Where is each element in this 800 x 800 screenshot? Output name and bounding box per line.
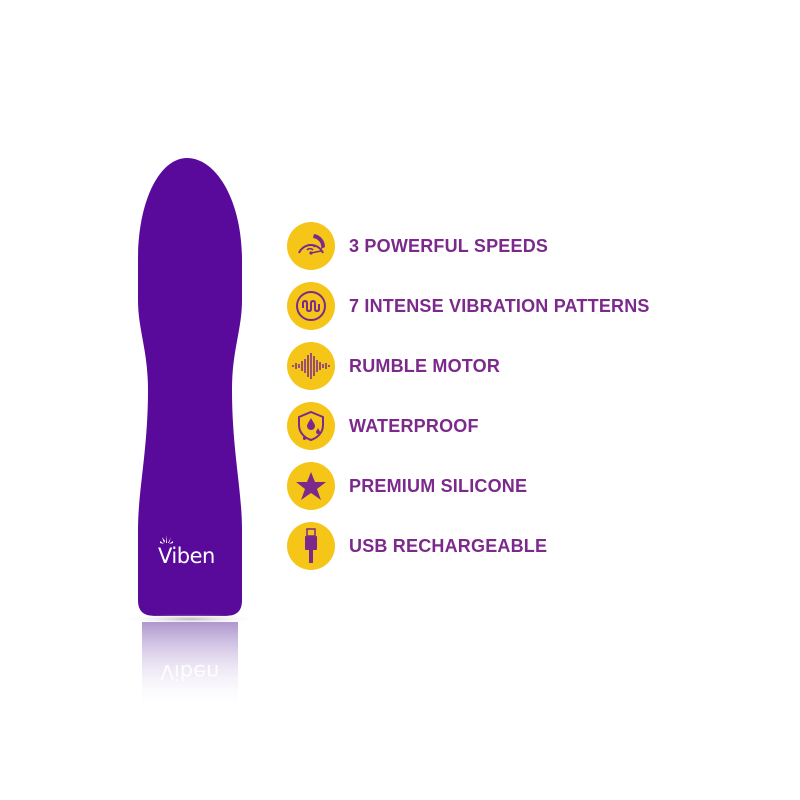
- product-image: Viben Viben: [120, 150, 260, 710]
- feature-usb: USB RECHARGEABLE: [287, 516, 650, 576]
- brand-logo-reflection: Viben: [160, 660, 220, 684]
- star-icon: [287, 462, 335, 510]
- feature-silicone: PREMIUM SILICONE: [287, 456, 650, 516]
- wave-pattern-icon: [287, 282, 335, 330]
- product-silhouette: [120, 158, 260, 710]
- brand-logo: Viben: [158, 544, 215, 568]
- usb-cable-icon: [287, 522, 335, 570]
- soundwave-icon: [287, 342, 335, 390]
- feature-speeds: 3 POWERFUL SPEEDS: [287, 216, 650, 276]
- feature-motor: RUMBLE MOTOR: [287, 336, 650, 396]
- feature-list: 3 POWERFUL SPEEDS 7 INTENSE VIBRATION PA…: [287, 216, 650, 576]
- feature-label: 7 INTENSE VIBRATION PATTERNS: [349, 295, 650, 316]
- feature-patterns: 7 INTENSE VIBRATION PATTERNS: [287, 276, 650, 336]
- feature-label: 3 POWERFUL SPEEDS: [349, 235, 549, 256]
- feature-waterproof: WATERPROOF: [287, 396, 650, 456]
- feature-label: WATERPROOF: [349, 415, 479, 436]
- speedometer-icon: [287, 222, 335, 270]
- waterproof-shield-icon: [287, 402, 335, 450]
- feature-label: RUMBLE MOTOR: [349, 355, 501, 376]
- feature-label: USB RECHARGEABLE: [349, 535, 548, 556]
- feature-label: PREMIUM SILICONE: [349, 475, 528, 496]
